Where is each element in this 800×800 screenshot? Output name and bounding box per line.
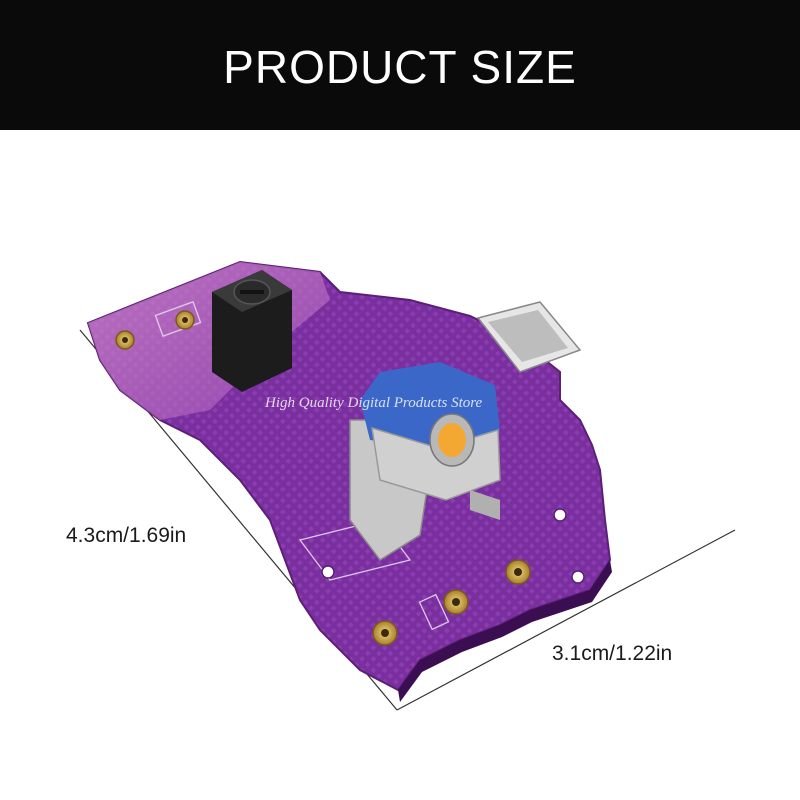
product-illustration	[79, 260, 736, 711]
tact-switch	[212, 270, 292, 392]
solder-pads	[115, 310, 531, 646]
ffc-connector	[476, 301, 582, 373]
silkscreen-outlines	[154, 300, 450, 631]
title-banner	[0, 0, 800, 130]
width-dimension-label: 3.1cm/1.22in	[552, 642, 673, 665]
banner-title: PRODUCT SIZE	[223, 41, 577, 93]
mounting-holes	[321, 508, 585, 584]
width-dimension-line	[396, 529, 736, 711]
height-dimension-label: 4.3cm/1.69in	[66, 524, 187, 547]
watermark-text: High Quality Digital Products Store	[265, 395, 483, 411]
scroll-encoder	[349, 362, 501, 562]
